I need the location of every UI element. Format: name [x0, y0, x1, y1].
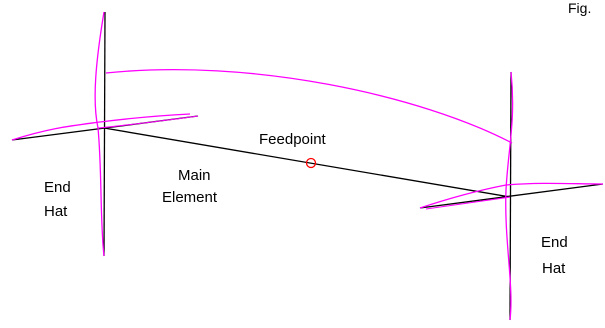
feedpoint-marker: [305, 157, 317, 169]
figure-label: Fig.: [568, 0, 591, 16]
left-horizontal-current-curve: [11, 113, 191, 141]
right-horizontal-current-curve: [419, 182, 604, 209]
right-end-hat-horizontal-wire: [419, 183, 604, 209]
end-hat-right-label-line1: End: [541, 234, 568, 251]
left-horizontal-current-lower: [97, 115, 199, 129]
end-hat-right-label-line2: Hat: [542, 260, 566, 277]
right-vertical-current-curve: [505, 71, 514, 321]
left-end-hat-vertical-wire: [103, 11, 106, 257]
right-horizontal-current-lower: [425, 196, 511, 210]
main-element-label-line2: Element: [162, 189, 218, 206]
left-vertical-current-curve: [94, 11, 105, 257]
feedpoint-label: Feedpoint: [259, 131, 327, 148]
main-element-current-curve: [105, 68, 513, 144]
main-element-label-line1: Main: [178, 167, 211, 184]
end-hat-left-label-line2: Hat: [44, 203, 68, 220]
end-hat-left-label-line1: End: [44, 179, 71, 196]
